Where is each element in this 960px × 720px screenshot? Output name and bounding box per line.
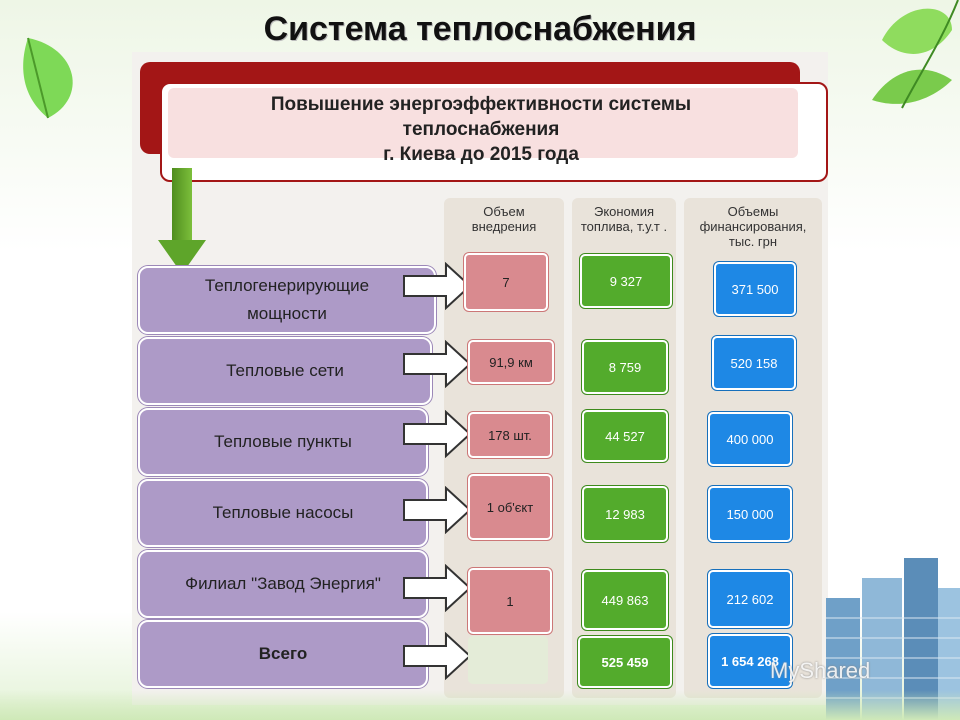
right-arrow-icon	[403, 486, 472, 534]
header-line-2: теплоснабжения	[402, 119, 560, 140]
economy-value: 9 327	[580, 254, 672, 308]
row-label-text: Всего	[258, 644, 308, 663]
column-header-financing: Объемы финансирования, тыс. грн	[699, 204, 807, 249]
header-inner	[168, 88, 798, 158]
row-label-plant: Филиал "Завод Энергия"	[138, 550, 428, 618]
slide-title: Система теплоснабжения	[263, 10, 697, 48]
header-line-3: г. Киева до 2015 года	[383, 144, 579, 165]
row-label-networks: Тепловые сети	[138, 337, 432, 405]
economy-value: 44 527	[582, 410, 668, 462]
financing-value: 400 000	[708, 412, 792, 466]
economy-value: 449 863	[582, 570, 668, 630]
column-header-economy: Экономия топлива, т.у.т .	[580, 204, 668, 234]
header-line-1: Повышение энергоэффективности системы	[270, 94, 692, 115]
row-label-text: Тепловые насосы	[212, 503, 354, 522]
column-header-volume: Объем внедрения	[471, 204, 537, 234]
economy-value: 8 759	[582, 340, 668, 394]
financing-value-total: 1 654 268	[708, 634, 792, 688]
economy-value: 12 983	[582, 486, 668, 542]
volume-value: 1	[468, 568, 552, 634]
right-arrow-icon	[403, 262, 472, 310]
row-label-text: Теплогенерирующие мощности	[204, 276, 370, 323]
row-label-pumps: Тепловые насосы	[138, 479, 428, 547]
watermark: MyShared	[770, 658, 871, 683]
volume-value: 7	[464, 253, 548, 311]
right-arrow-icon	[403, 340, 472, 388]
financing-value: 520 158	[712, 336, 796, 390]
row-label-stations: Тепловые пункты	[138, 408, 428, 476]
row-label-text: Филиал "Завод Энергия"	[185, 574, 381, 593]
row-label-generating: Теплогенерирующие мощности	[138, 266, 436, 334]
right-arrow-icon	[403, 632, 472, 680]
volume-value: 178 шт.	[468, 412, 552, 458]
row-label-text: Тепловые сети	[226, 361, 344, 380]
right-arrow-icon	[403, 410, 472, 458]
volume-value-empty	[468, 636, 548, 684]
volume-value: 1 об'єкт	[468, 474, 552, 540]
green-arrow-shaft	[172, 168, 192, 244]
city-buildings-decoration	[826, 558, 960, 720]
leaf-decoration-left	[23, 37, 73, 119]
volume-value: 91,9 км	[468, 340, 554, 384]
bottom-decoration-strip	[0, 690, 960, 720]
header-title: Повышение энергоэффективности системы те…	[175, 92, 787, 167]
right-arrow-icon	[403, 564, 472, 612]
economy-value-total: 525 459	[578, 636, 672, 688]
leaf-decoration-right	[872, 0, 959, 109]
financing-value: 150 000	[708, 486, 792, 542]
financing-value: 371 500	[714, 262, 796, 316]
row-label-total: Всего	[138, 620, 428, 688]
row-label-text: Тепловые пункты	[214, 432, 352, 451]
financing-value: 212 602	[708, 570, 792, 628]
